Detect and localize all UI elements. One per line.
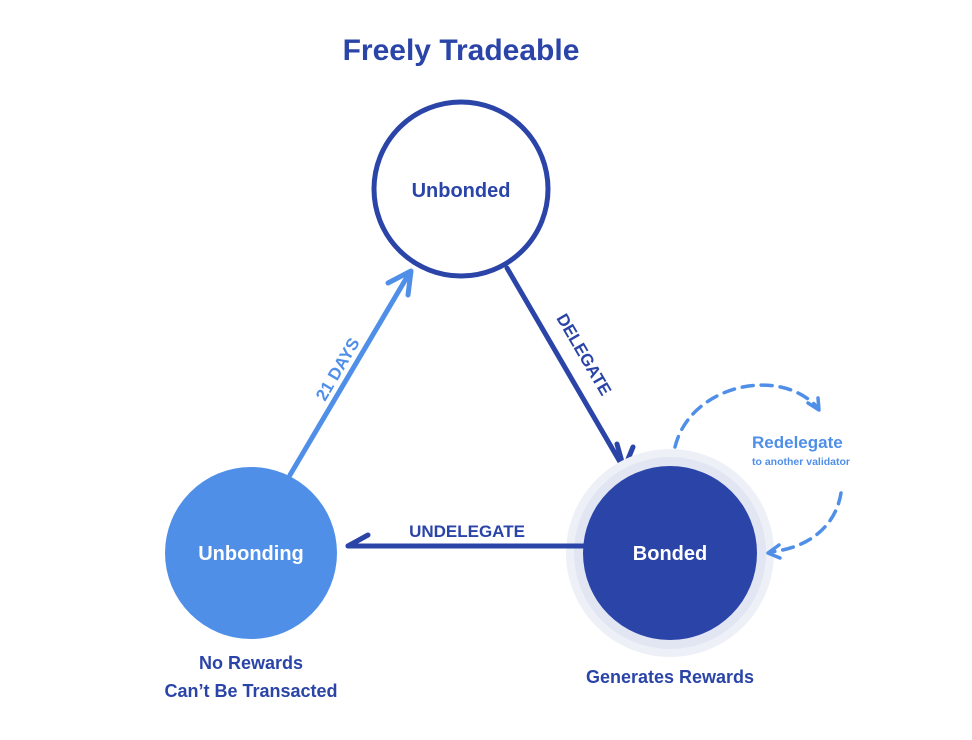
node-unbonded: Unbonded [371, 99, 551, 279]
unbonded-label: Unbonded [412, 180, 511, 202]
days-arrowhead-icon [385, 268, 414, 298]
edge-21-days: 21 DAYS [287, 268, 414, 478]
unbonding-label: Unbonding [198, 543, 304, 565]
undelegate-arrowhead-icon [345, 532, 371, 549]
unbonding-caption-line1: No Rewards [199, 653, 303, 673]
unbonded-circle [371, 99, 551, 279]
bonded-label: Bonded [633, 543, 707, 565]
node-unbonding: Unbonding [165, 467, 337, 639]
redelegate-arc-bottom [768, 491, 843, 554]
redelegate-arc-top [673, 383, 820, 449]
delegate-arrow-line [504, 265, 626, 470]
undelegate-label: UNDELEGATE [409, 522, 525, 541]
bonded-circle [583, 466, 757, 640]
edge-redelegate: Redelegate to another validator [673, 383, 850, 560]
delegate-label: DELEGATE [553, 310, 615, 398]
unbonding-circle [165, 467, 337, 639]
node-bonded: Bonded [566, 449, 774, 657]
diagram-title: Freely Tradeable [343, 34, 580, 67]
edge-undelegate: UNDELEGATE [345, 522, 586, 549]
unbonding-caption-line2: Can’t Be Transacted [164, 681, 337, 701]
redelegate-arrowhead-bottom-icon [766, 543, 782, 560]
redelegate-label: Redelegate [752, 433, 843, 452]
redelegate-arrowhead-top-icon [806, 396, 821, 412]
redelegate-sublabel: to another validator [752, 456, 850, 468]
bonded-caption: Generates Rewards [586, 667, 754, 687]
edge-delegate: DELEGATE [504, 265, 636, 472]
days-arrow-line [287, 269, 413, 478]
